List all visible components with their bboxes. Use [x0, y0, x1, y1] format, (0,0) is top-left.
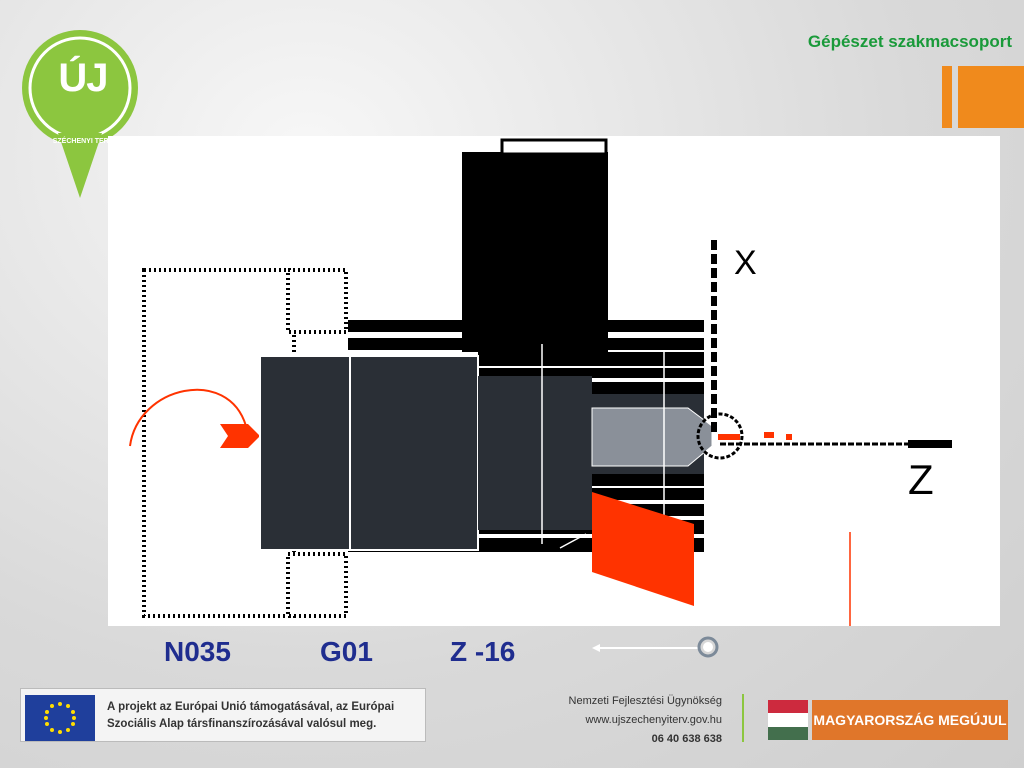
hungary-flag-icon — [768, 700, 808, 740]
back-arrow-icon[interactable] — [586, 636, 722, 660]
eu-flag-icon — [25, 695, 95, 741]
turret-bar-1 — [348, 320, 704, 332]
workpiece-large — [259, 355, 351, 551]
eu-line-1: A projekt az Európai Unió támogatásával,… — [107, 701, 395, 713]
lathe-drawing: X Z — [108, 136, 1000, 626]
turret-bar-3 — [478, 352, 704, 366]
footer: A projekt az Európai Unió támogatásával,… — [0, 680, 1024, 768]
axis-x-label: X — [734, 244, 757, 282]
slogan-banner: MAGYARORSZÁG MEGÚJUL — [812, 700, 1008, 740]
page-title: Gépészet szakmacsoport — [807, 32, 1012, 51]
program-block: N035 — [164, 636, 231, 667]
eu-banner: A projekt az Európai Unió támogatásával,… — [20, 688, 426, 742]
origin-marker — [696, 412, 744, 460]
eu-support-text: A projekt az Európai Unió támogatásával,… — [107, 699, 394, 733]
workpiece-mid — [349, 355, 479, 551]
agency-phone: 06 40 638 638 — [651, 733, 722, 745]
chuck-jaw-top — [286, 268, 348, 334]
turret-bar-2 — [348, 338, 704, 350]
agency-website[interactable]: www.ujszechenyiterv.gov.hu — [585, 714, 722, 726]
agency-name: Nemzeti Fejlesztési Ügynökség — [568, 695, 722, 707]
chuck-pointer — [220, 424, 260, 448]
footer-divider — [742, 694, 744, 742]
szechenyi-logo: ÚJ SZÉCHENYI TERV — [18, 28, 148, 203]
workpiece-small — [478, 376, 592, 530]
turret-bar-10 — [592, 474, 704, 486]
chuck-jaw-bottom — [286, 552, 348, 618]
cutting-tool — [592, 492, 694, 606]
turret-bar-4 — [478, 368, 704, 378]
tool-holder-cap — [500, 138, 608, 156]
map-pin-icon — [22, 30, 138, 198]
orange-decoration — [942, 66, 1024, 128]
turret-bar-5 — [592, 382, 704, 394]
logo-sub-text: SZÉCHENYI TERV — [52, 138, 114, 145]
tool-holder-top — [462, 152, 608, 352]
program-gcode: G01 — [320, 636, 373, 667]
agency-info: Nemzeti Fejlesztési Ügynökség www.ujszec… — [569, 692, 722, 749]
logo-main-text: ÚJ — [58, 56, 108, 100]
program-coordinate: Z -16 — [450, 636, 516, 667]
workpiece-turned — [591, 407, 713, 467]
rotation-arrow — [129, 388, 247, 447]
eu-line-2: Szociális Alap társfinanszírozásával val… — [107, 718, 377, 730]
axis-z-label: Z — [908, 456, 934, 503]
lathe-diagram: X Z — [129, 138, 952, 626]
